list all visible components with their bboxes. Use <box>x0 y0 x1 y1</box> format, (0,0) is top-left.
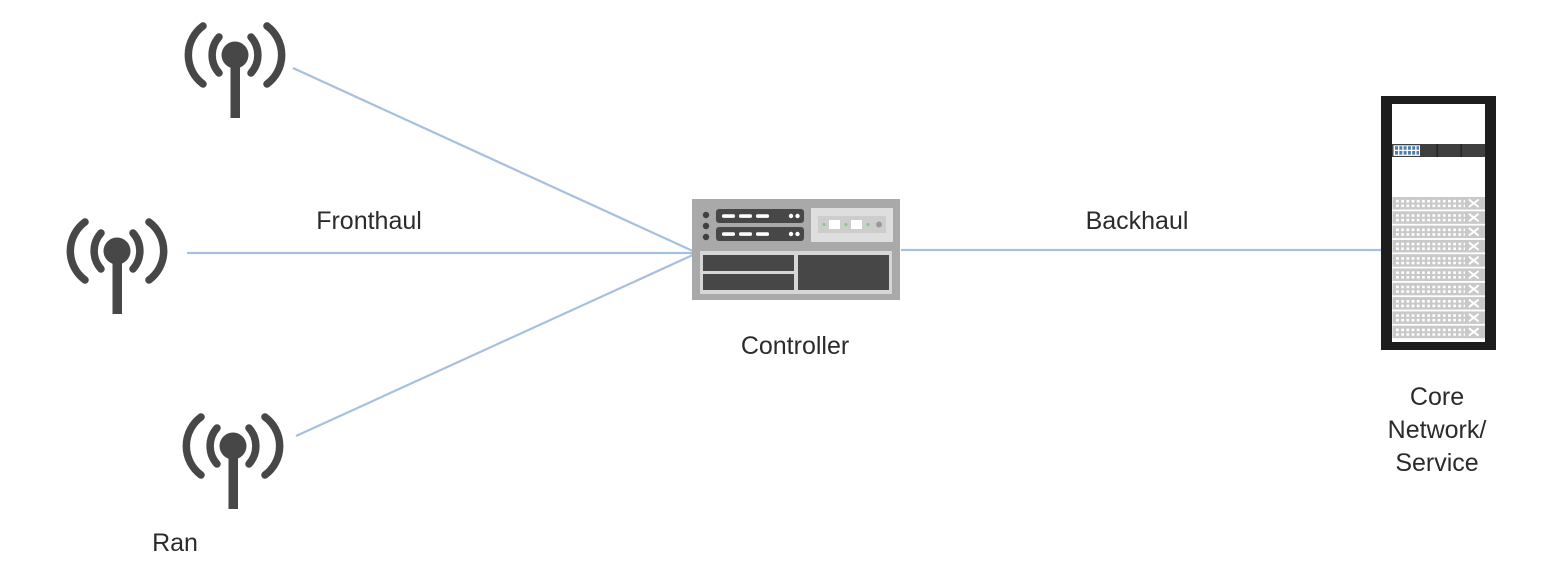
backhaul-label: Backhaul <box>1085 207 1189 235</box>
controller-blade-1 <box>716 209 804 223</box>
fronthaul-line-top <box>292 66 696 254</box>
rack-frame <box>1381 96 1496 350</box>
core-network-label: Core Network/ Service <box>1377 381 1497 480</box>
fronthaul-line-bottom <box>295 252 696 438</box>
controller-lower-bay <box>700 251 892 294</box>
ran-label: Ran <box>152 529 198 557</box>
controller-blade-2 <box>716 227 804 241</box>
controller-label: Controller <box>740 332 850 360</box>
radio-antenna-icon <box>66 218 168 314</box>
rack-patch-panel <box>1392 144 1485 157</box>
controller-display-panel <box>811 208 893 242</box>
fronthaul-label: Fronthaul <box>316 207 422 235</box>
radio-antenna-icon <box>182 413 284 509</box>
server-rack-icon <box>1381 96 1496 350</box>
network-controller-icon <box>692 199 900 300</box>
core-label-line-2: Network/ <box>1387 416 1487 444</box>
core-label-line-3: Service <box>1395 449 1479 477</box>
radio-antenna-icon <box>184 22 286 118</box>
core-label-line-1: Core <box>1409 383 1465 411</box>
